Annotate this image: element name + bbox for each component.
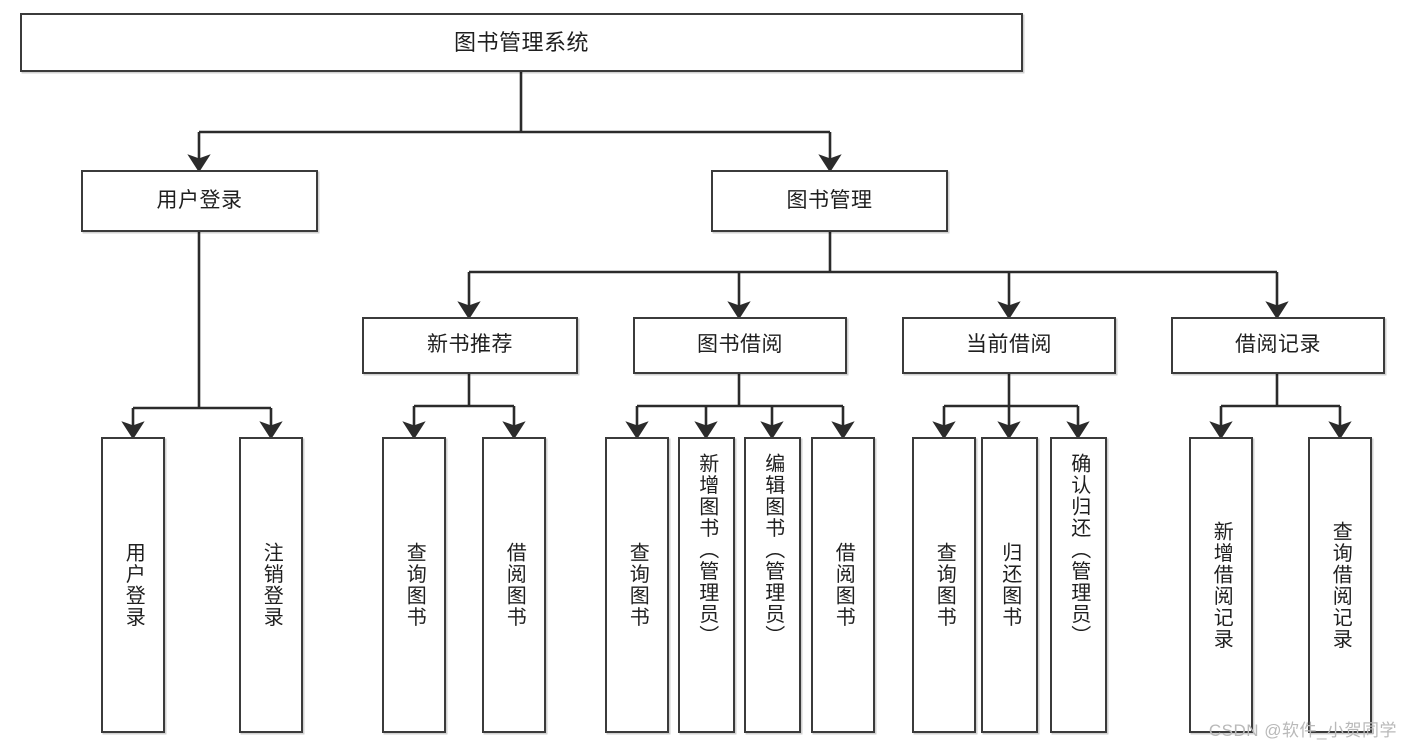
node-label: 借阅记录 (1235, 333, 1321, 357)
node-book-borrow[interactable]: 图书借阅 (633, 317, 847, 374)
leaf-borrow-query-book[interactable]: 查询图书 (605, 437, 669, 733)
leaf-borrow-borrow-book[interactable]: 借阅图书 (811, 437, 875, 733)
node-user-login[interactable]: 用户登录 (81, 170, 318, 232)
watermark-text: CSDN @软件_小贺同学 (1208, 721, 1397, 740)
node-root-book-management-system[interactable]: 图书管理系统 (20, 13, 1023, 72)
leaf-current-return-book[interactable]: 归还图书 (981, 437, 1038, 733)
leaf-records-query-record[interactable]: 查询借阅记录 (1308, 437, 1372, 733)
node-new-book-recommend[interactable]: 新书推荐 (362, 317, 578, 374)
leaf-borrow-edit-book-admin[interactable]: 编辑图书（管理员） (744, 437, 801, 733)
node-label: 注销登录 (260, 542, 283, 628)
node-label: 用户登录 (156, 188, 243, 212)
leaf-recommend-query-book[interactable]: 查询图书 (382, 437, 446, 733)
node-label: 查询图书 (626, 542, 649, 628)
node-book-management[interactable]: 图书管理 (711, 170, 948, 232)
node-label: 归还图书 (998, 542, 1021, 628)
leaf-user-login-login[interactable]: 用户登录 (101, 437, 165, 733)
leaf-records-add-record[interactable]: 新增借阅记录 (1189, 437, 1253, 733)
node-label: 图书管理 (786, 188, 873, 212)
leaf-current-confirm-return-admin[interactable]: 确认归还（管理员） (1050, 437, 1107, 733)
leaf-user-login-logout[interactable]: 注销登录 (239, 437, 303, 733)
leaf-current-query-book[interactable]: 查询图书 (912, 437, 976, 733)
node-label: 新增图书（管理员） (695, 453, 718, 647)
node-label: 当前借阅 (966, 333, 1052, 357)
leaf-borrow-add-book-admin[interactable]: 新增图书（管理员） (678, 437, 735, 733)
node-label: 编辑图书（管理员） (761, 453, 784, 647)
node-label: 图书管理系统 (453, 29, 589, 55)
node-label: 新书推荐 (427, 333, 513, 357)
node-label: 确认归还（管理员） (1067, 453, 1090, 647)
leaf-recommend-borrow-book[interactable]: 借阅图书 (482, 437, 546, 733)
node-label: 新增借阅记录 (1210, 520, 1233, 650)
node-label: 查询图书 (933, 542, 956, 628)
node-label: 查询图书 (403, 542, 426, 628)
node-label: 用户登录 (122, 542, 145, 628)
node-current-borrow[interactable]: 当前借阅 (902, 317, 1116, 374)
node-label: 借阅图书 (503, 542, 526, 628)
node-label: 查询借阅记录 (1329, 520, 1352, 650)
node-label: 图书借阅 (697, 333, 783, 357)
node-label: 借阅图书 (832, 542, 855, 628)
node-borrow-records[interactable]: 借阅记录 (1171, 317, 1385, 374)
